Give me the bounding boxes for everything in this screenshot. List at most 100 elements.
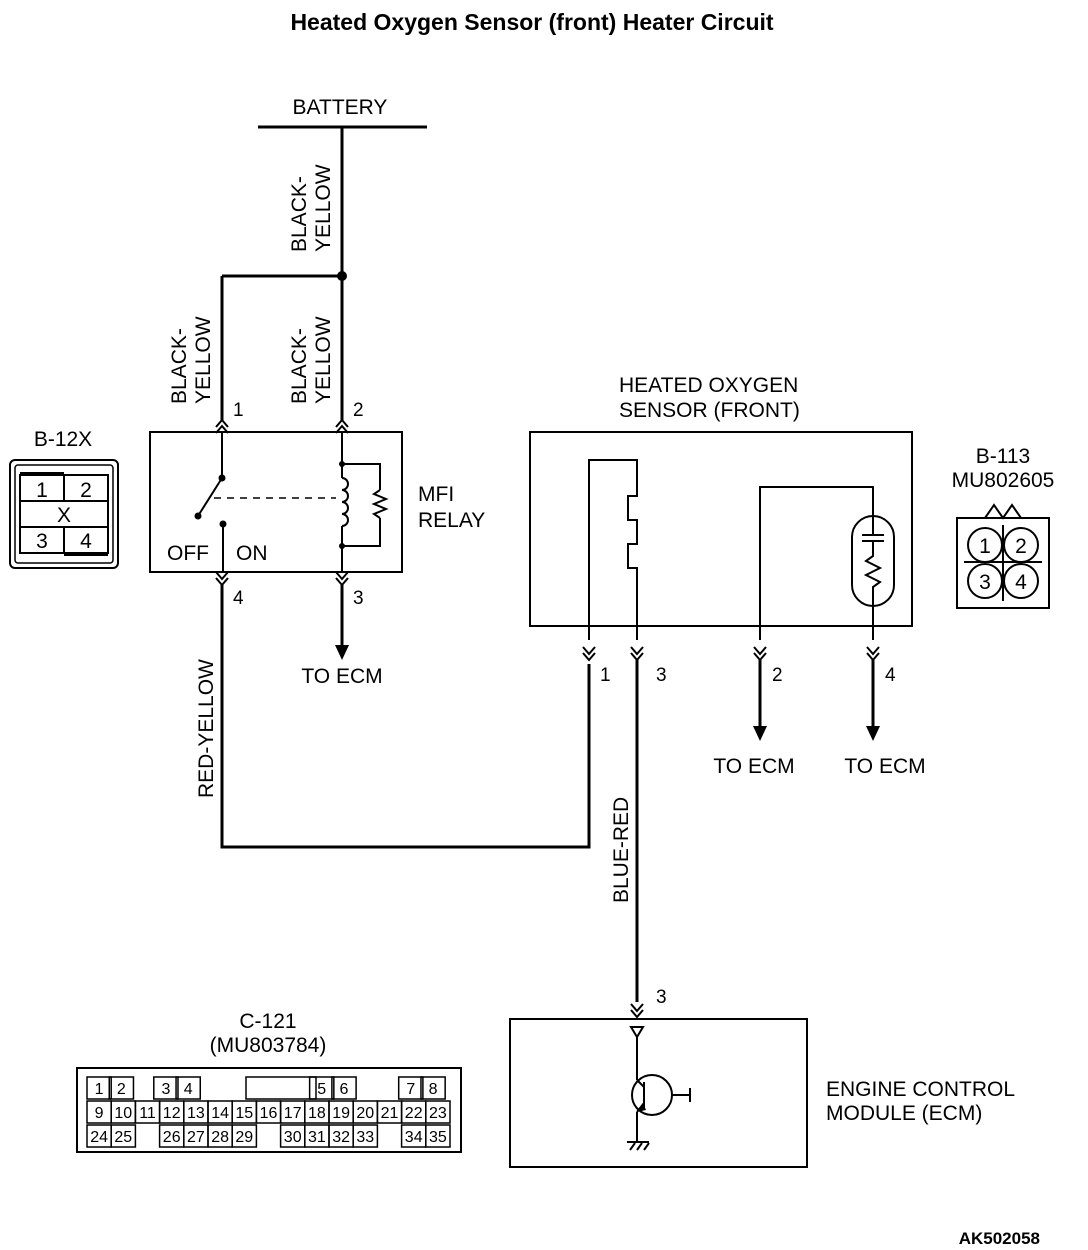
c121-pin-cell <box>331 1076 357 1100</box>
svg-text:BLACK-: BLACK- <box>168 328 191 404</box>
oxygen-sensor-box <box>529 431 913 627</box>
c121-pin-label: 3 <box>161 1081 170 1098</box>
ecm-terminal-icon <box>629 1026 645 1039</box>
c121-pin-label: 6 <box>340 1081 349 1098</box>
c121-pin-label: 25 <box>114 1129 132 1146</box>
svg-text:YELLOW: YELLOW <box>192 316 215 404</box>
sensor-pin-2: 2 <box>772 665 783 686</box>
c121-pin-cell <box>153 1076 179 1100</box>
connector-chevron <box>582 652 596 662</box>
c121-pin-label: 11 <box>139 1105 156 1122</box>
connector-chevron <box>753 646 767 656</box>
wire-color-blue-red: BLUE-RED <box>610 797 633 903</box>
c121-pin-cell <box>86 1076 112 1100</box>
wire-red-yellow <box>220 585 591 849</box>
resistor-lead <box>342 463 381 490</box>
sensor-heater-element <box>588 459 638 640</box>
c121-pin-label: 8 <box>429 1081 438 1098</box>
ecm-pin-3: 3 <box>656 987 667 1008</box>
connector-chevron <box>630 646 644 656</box>
c121-pin-label: 34 <box>405 1129 423 1146</box>
sensor-name-line1: HEATED OXYGEN <box>619 374 798 397</box>
wire-color-bat-black-yellow: BLACK- YELLOW <box>288 164 335 252</box>
c121-pin-label: 27 <box>187 1129 205 1146</box>
sensor-name-line2: SENSOR (FRONT) <box>619 399 800 422</box>
wire-color-red-yellow: RED-YELLOW <box>195 659 218 798</box>
b113-pin-4: 4 <box>1015 571 1027 594</box>
c121-pin-label: 28 <box>211 1129 229 1146</box>
sensor-pin-4: 4 <box>885 665 896 686</box>
b12x-pin-4: 4 <box>80 530 92 553</box>
b12x-label: B-12X <box>34 428 92 451</box>
to-ecm-label: TO ECM <box>301 665 382 688</box>
relay-pin-1: 1 <box>233 400 244 421</box>
c121-pin-label: 14 <box>211 1105 229 1122</box>
switch-contact-off <box>194 512 202 520</box>
connector-chevron <box>866 646 880 656</box>
c121-pin-label: 35 <box>429 1129 447 1146</box>
b113-label: B-113 <box>976 445 1030 468</box>
c121-pin-label: 7 <box>406 1081 415 1098</box>
c121-pin-label: 31 <box>308 1129 326 1146</box>
diagram-title: Heated Oxygen Sensor (front) Heater Circ… <box>290 9 773 35</box>
b12x-connector <box>9 459 119 569</box>
relay-pin-3: 3 <box>353 588 364 609</box>
c121-pin-label: 30 <box>284 1129 302 1146</box>
c121-pin-cell <box>231 1124 258 1148</box>
relay-on-label: ON <box>236 542 268 565</box>
connector-chevron <box>335 571 349 581</box>
relay-coil <box>341 477 349 527</box>
b113-pin-3: 3 <box>979 571 991 594</box>
c121-pin-label: 1 <box>95 1081 104 1098</box>
b113-latch <box>984 503 1022 520</box>
c121-pin-label: 24 <box>90 1129 108 1146</box>
b113-pin-1: 1 <box>979 535 991 558</box>
c121-part-number: (MU803784) <box>210 1034 327 1057</box>
relay-name-line1: MFI <box>418 483 454 506</box>
sensor-pin-3: 3 <box>656 665 667 686</box>
b12x-pin-1: 1 <box>36 479 48 502</box>
ecm-name-line1: ENGINE CONTROL <box>826 1078 1015 1101</box>
relay-name-line2: RELAY <box>418 509 485 532</box>
c121-pin-label: 12 <box>163 1105 181 1122</box>
c121-pin-label: 18 <box>308 1105 326 1122</box>
connector-chevron <box>582 646 596 656</box>
c121-pin-cell <box>352 1124 379 1148</box>
c121-pin-cell <box>397 1076 424 1100</box>
b12x-mark: X <box>57 504 71 527</box>
connector-chevron <box>630 1009 644 1019</box>
svg-text:YELLOW: YELLOW <box>312 164 335 252</box>
c121-pin-label: 23 <box>429 1105 447 1122</box>
c121-pin-cell <box>420 1076 446 1100</box>
c121-pin-label: 33 <box>356 1129 374 1146</box>
connector-chevron <box>630 1003 644 1013</box>
c121-pin-label: 4 <box>184 1081 193 1098</box>
mfi-relay-box <box>149 431 403 573</box>
c121-pin-label: 20 <box>356 1105 374 1122</box>
arrow-down-icon <box>866 726 880 741</box>
c121-pin-label: 29 <box>235 1129 253 1146</box>
c121-pin-label: 15 <box>235 1105 253 1122</box>
resistor-lead <box>342 518 381 547</box>
svg-text:BLACK-: BLACK- <box>288 176 311 252</box>
c121-pin-label: 19 <box>332 1105 350 1122</box>
connector-chevron <box>215 424 229 434</box>
arrow-down-icon <box>753 726 767 741</box>
sensor-pin-1: 1 <box>600 665 611 686</box>
c121-pin-cell <box>108 1076 135 1100</box>
c121-pin-label: 9 <box>95 1105 104 1122</box>
c121-pin-cell <box>308 1076 335 1100</box>
b12x-pin-3: 3 <box>36 530 48 553</box>
c121-pin-cell <box>110 1124 137 1148</box>
ecm-box <box>509 1018 808 1168</box>
relay-pin-2: 2 <box>353 400 364 421</box>
c121-pin-cell <box>175 1076 202 1100</box>
relay-off-label: OFF <box>167 542 209 565</box>
b113-pin-2: 2 <box>1015 535 1027 558</box>
arrow-down-icon <box>335 645 349 660</box>
c121-connector <box>76 1067 462 1153</box>
c121-pin-label: 26 <box>163 1129 181 1146</box>
c121-pin-label: 21 <box>381 1105 399 1122</box>
connector-chevron <box>215 418 229 428</box>
relay-pin-4: 4 <box>233 588 244 609</box>
